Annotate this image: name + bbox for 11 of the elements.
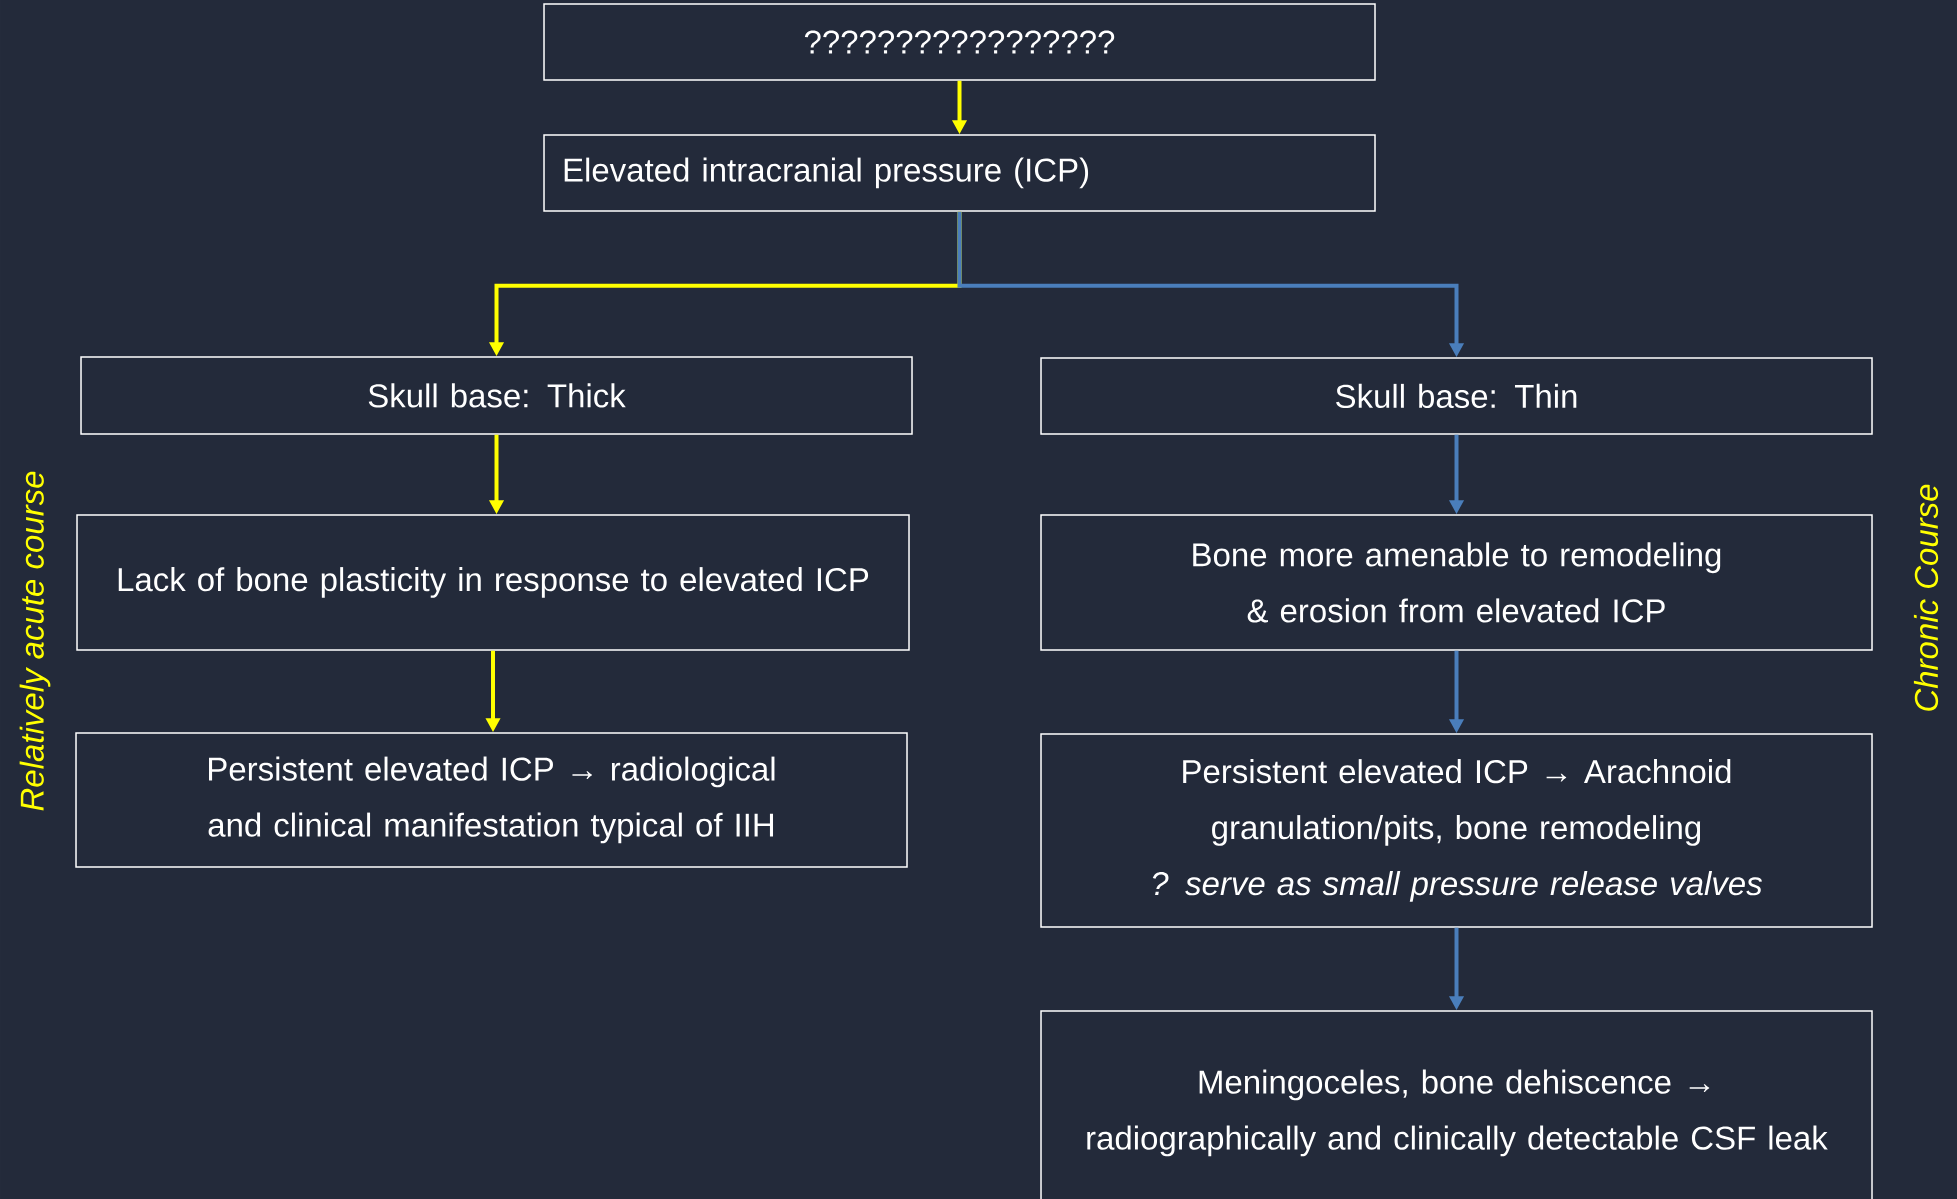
process-box: ????????????????? <box>543 3 1376 81</box>
process-box: Elevated intracranial pressure (ICP) <box>543 134 1376 212</box>
process-box: Skull base: Thin <box>1040 357 1873 435</box>
process-box: Persistent elevated ICP → radiological and clinical manifestation typical of IIH <box>75 732 908 868</box>
process-box: Bone more amenable to remodeling & erosion from elevated ICP <box>1040 514 1873 651</box>
process-box: Persistent elevated ICP → Arachnoid granulation/pits, bone remodeling ? serve as small pressure release valves <box>1040 733 1873 928</box>
process-box: Skull base: Thick <box>80 356 913 435</box>
side-label: Chronic Course <box>1913 484 1939 711</box>
process-box: Lack of bone plasticity in response to elevated ICP <box>76 514 910 651</box>
side-label: Relatively acute course <box>19 471 51 811</box>
process-box: Meningoceles, bone dehiscence → radiographically and clinically detectable CSF leak <box>1040 1010 1873 1199</box>
